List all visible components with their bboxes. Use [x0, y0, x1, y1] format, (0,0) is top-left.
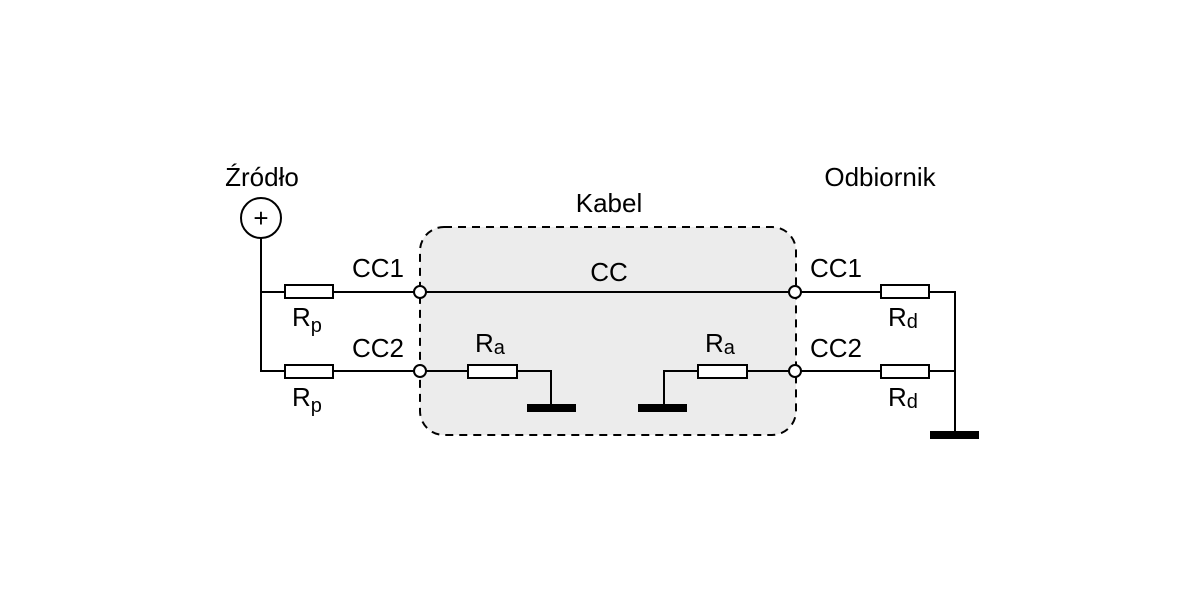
node-cc2-right [788, 364, 802, 378]
sink-label: Odbiornik [824, 162, 936, 192]
ground-ra-left [527, 404, 576, 412]
ground-sink [930, 431, 979, 439]
ra-left-label: Ra [475, 328, 506, 359]
rd-top-label: Rd [888, 302, 918, 333]
cc2-right-label: CC2 [810, 333, 862, 363]
cable-enclosure [419, 226, 797, 436]
rd-bottom-label-sub: d [907, 391, 918, 413]
rp-bottom-label: Rp [292, 382, 322, 417]
rd-bottom-resistor [880, 364, 930, 379]
rd-top-label-base: R [888, 302, 907, 332]
rp-top-label: Rp [292, 302, 322, 337]
node-cc1-right [788, 285, 802, 299]
rp-top-resistor [284, 284, 334, 299]
ra-left-resistor [467, 364, 518, 379]
rp-bottom-label-sub: p [311, 395, 322, 417]
plus-sign: + [253, 203, 268, 233]
ra-right-label: Ra [705, 328, 736, 359]
rp-top-label-base: R [292, 302, 311, 332]
cc1-left-label: CC1 [352, 253, 404, 283]
node-cc2-left [413, 364, 427, 378]
rp-top-label-sub: p [311, 315, 322, 337]
ra-left-label-sub: a [494, 337, 506, 359]
node-cc1-left [413, 285, 427, 299]
cc-wire-label: CC [590, 257, 628, 287]
ra-right-resistor [697, 364, 748, 379]
cable-label: Kabel [576, 188, 643, 218]
rd-bottom-label-base: R [888, 382, 907, 412]
cc2-left-label: CC2 [352, 333, 404, 363]
ra-left-label-base: R [475, 328, 494, 358]
ra-right-label-sub: a [724, 337, 736, 359]
ground-ra-right [638, 404, 687, 412]
ra-right-label-base: R [705, 328, 724, 358]
source-label: Źródło [225, 162, 299, 192]
cc1-right-label: CC1 [810, 253, 862, 283]
rd-top-resistor [880, 284, 930, 299]
rd-bottom-label: Rd [888, 382, 918, 413]
rp-bottom-label-base: R [292, 382, 311, 412]
ra-left-wire-b [517, 370, 552, 405]
rp-bottom-resistor [284, 364, 334, 379]
ra-right-wire-a [663, 370, 698, 405]
rd-top-label-sub: d [907, 311, 918, 333]
